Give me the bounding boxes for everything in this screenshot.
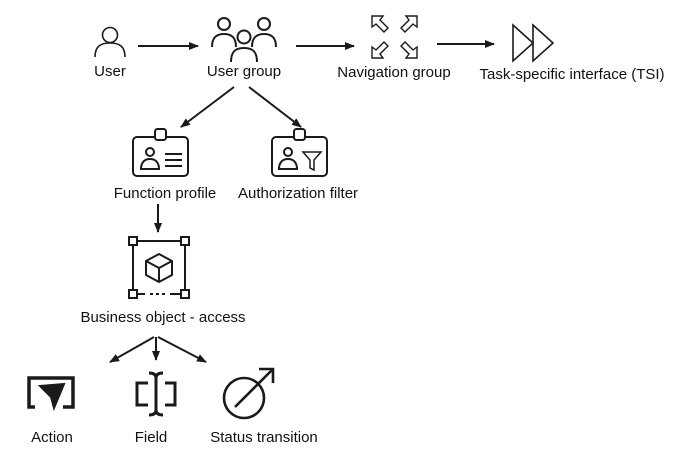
node-label-authorization-filter: Authorization filter [237,185,359,202]
edges [109,40,495,363]
double-play-triangles-icon [512,23,555,63]
node-label-field: Field [134,429,168,446]
node-label-user-group: User group [206,63,282,80]
node-label-business-object: Business object - access [80,309,246,326]
edge-business-object-to-action [109,336,155,363]
edge-user-group-to-authorization-filter [248,86,302,128]
edge-user-group-to-function-profile [180,86,235,128]
id-badge-profile-icon [132,128,189,177]
cube-selection-frame-icon [128,236,190,299]
node-label-navigation-group: Navigation group [337,64,451,81]
text-field-brackets-icon [135,371,177,417]
navigation-arrows-icon [371,15,418,59]
node-label-status-transition: Status transition [210,429,318,446]
user-icon [94,26,126,58]
node-label-action: Action [31,429,73,446]
edge-business-object-to-status-transition [157,336,207,363]
node-label-tsi: Task-specific interface (TSI) [479,66,665,83]
users-group-icon [211,17,277,63]
cursor-screen-icon [27,376,75,412]
id-badge-filter-icon [271,128,328,177]
circle-arrow-icon [222,367,275,420]
node-label-user: User [94,63,126,80]
node-label-function-profile: Function profile [113,185,217,202]
